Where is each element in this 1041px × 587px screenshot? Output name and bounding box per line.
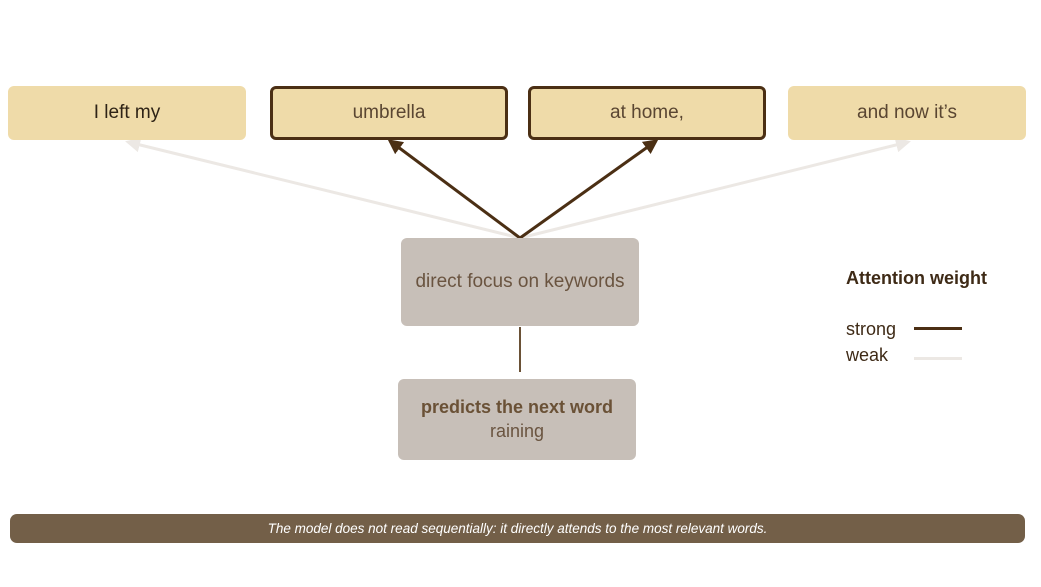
legend-strong-label: strong (846, 319, 897, 339)
legend-weak-label: weak (846, 345, 889, 365)
token-label: umbrella (352, 102, 426, 123)
focus-box: direct focus on keywords (401, 238, 639, 326)
token-i-left-my: I left my (8, 86, 246, 140)
legend-title: Attention weight (846, 268, 987, 288)
strong-arrow-to-umbrella (387, 139, 521, 240)
legend-strong-swatch (914, 327, 962, 330)
legend-weak-swatch (914, 357, 962, 360)
prediction-title: predicts the next word (420, 397, 614, 417)
legend-weak: weak (846, 345, 962, 366)
strong-arrow-to-at-home (519, 139, 659, 240)
legend-strong: strong (846, 319, 962, 340)
token-umbrella: umbrella (270, 86, 508, 140)
token-at-home: at home, (528, 86, 766, 140)
token-label: I left my (93, 102, 161, 123)
weak-arrow-to-and-now-its (519, 137, 911, 240)
token-label: at home, (610, 102, 684, 123)
footer-caption: The model does not read sequentially: it… (267, 521, 768, 536)
weak-arrow-to-i-left-my (125, 137, 521, 240)
token-and-now-its: and now it’s (788, 86, 1026, 140)
focus-label: direct focus on keywords (415, 271, 625, 292)
prediction-box: predicts the next word raining (398, 379, 636, 460)
prediction-word: raining (489, 421, 545, 441)
token-label: and now it’s (857, 102, 957, 123)
footer-caption-bar: The model does not read sequentially: it… (10, 514, 1025, 543)
